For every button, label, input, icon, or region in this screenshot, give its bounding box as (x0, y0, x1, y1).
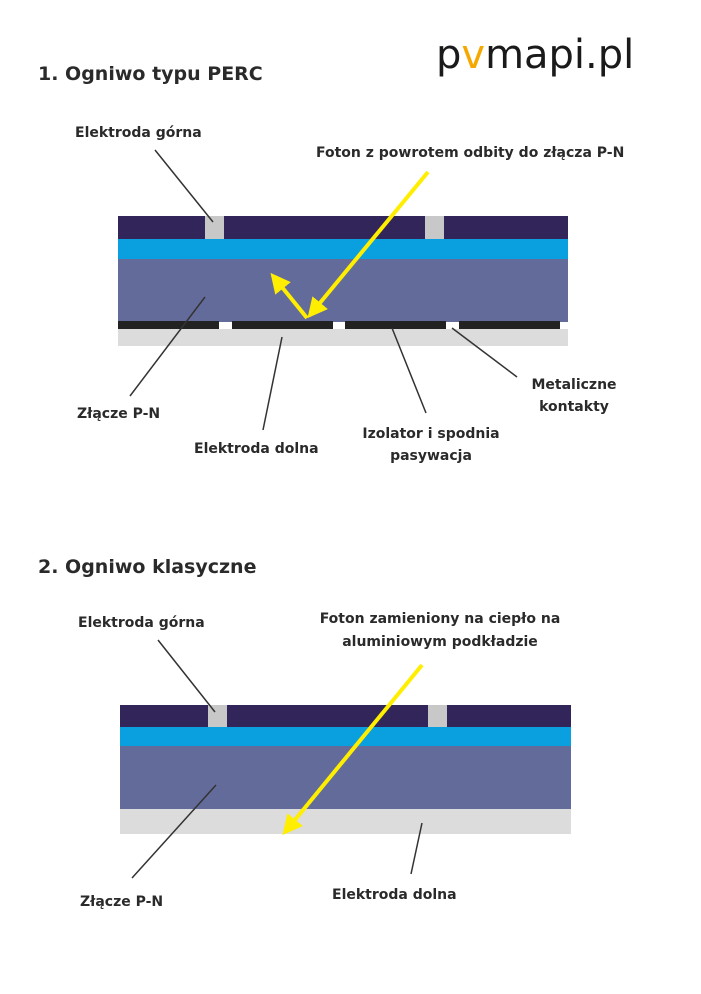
perc-label-metal-2: kontakty (539, 399, 609, 415)
perc-label-pn-junction: Złącze P-N (77, 406, 160, 422)
leader-pn-junction (129, 296, 206, 397)
classic-photon-incoming (282, 663, 424, 836)
perc-metal-contact-3 (345, 321, 446, 329)
perc-label-top-electrode: Elektroda górna (75, 125, 202, 141)
classic-top-electrode (120, 705, 571, 727)
classic-label-photon-2: aluminiowym podkładzie (342, 634, 538, 650)
leader-top-electrode (154, 149, 214, 223)
perc-photon-incoming (307, 170, 430, 319)
perc-label-insulator-1: Izolator i spodnia (362, 426, 499, 442)
logo-p: p (436, 32, 461, 78)
classic-photon-arrow (282, 663, 424, 836)
perc-cell-stack (118, 216, 568, 346)
leader-metal-contacts (451, 327, 518, 378)
perc-leader-lines (129, 149, 518, 431)
perc-cyan-layer (118, 239, 568, 259)
perc-metal-contact-2 (232, 321, 333, 329)
classic-label-bottom-electrode: Elektroda dolna (332, 887, 457, 903)
section1-title: 1. Ogniwo typu PERC (38, 63, 263, 85)
perc-bottom-layer (118, 329, 568, 346)
classic-cyan-layer (120, 727, 571, 746)
perc-top-electrode (118, 216, 568, 239)
perc-photon-reflected (270, 272, 309, 320)
perc-label-bottom-electrode: Elektroda dolna (194, 441, 319, 457)
leader-bottom-electrode (262, 336, 283, 431)
classic-label-pn-junction: Złącze P-N (80, 894, 163, 910)
classic-leader-lines (131, 639, 423, 879)
logo-v: v (461, 32, 485, 78)
classic-contact-1 (208, 705, 227, 727)
pvmapi-logo: pvmapi.pl (436, 32, 634, 78)
classic-bottom-layer (120, 809, 571, 834)
perc-label-metal-1: Metaliczne (531, 377, 616, 393)
classic-cell-stack (120, 705, 571, 834)
logo-rest: mapi.pl (485, 32, 634, 78)
perc-metal-contact-4 (459, 321, 560, 329)
section2-title: 2. Ogniwo klasyczne (38, 556, 256, 578)
classic-leader-bottom-electrode (410, 822, 423, 875)
perc-label-photon: Foton z powrotem odbity do złącza P-N (316, 145, 624, 161)
svg-text:pvmapi.pl: pvmapi.pl (436, 32, 634, 78)
classic-label-photon-1: Foton zamieniony na ciepło na (320, 611, 561, 627)
classic-label-top-electrode: Elektroda górna (78, 615, 205, 631)
classic-contact-2 (428, 705, 447, 727)
perc-pn-layer (118, 259, 568, 322)
classic-leader-top-electrode (157, 639, 216, 713)
perc-metal-contact-1 (118, 321, 219, 329)
classic-leader-pn-junction (131, 784, 217, 879)
leader-insulator (391, 327, 427, 414)
perc-contact-1 (205, 216, 224, 239)
perc-label-insulator-2: pasywacja (390, 448, 472, 464)
perc-photon-arrows (270, 170, 430, 320)
perc-contact-2 (425, 216, 444, 239)
